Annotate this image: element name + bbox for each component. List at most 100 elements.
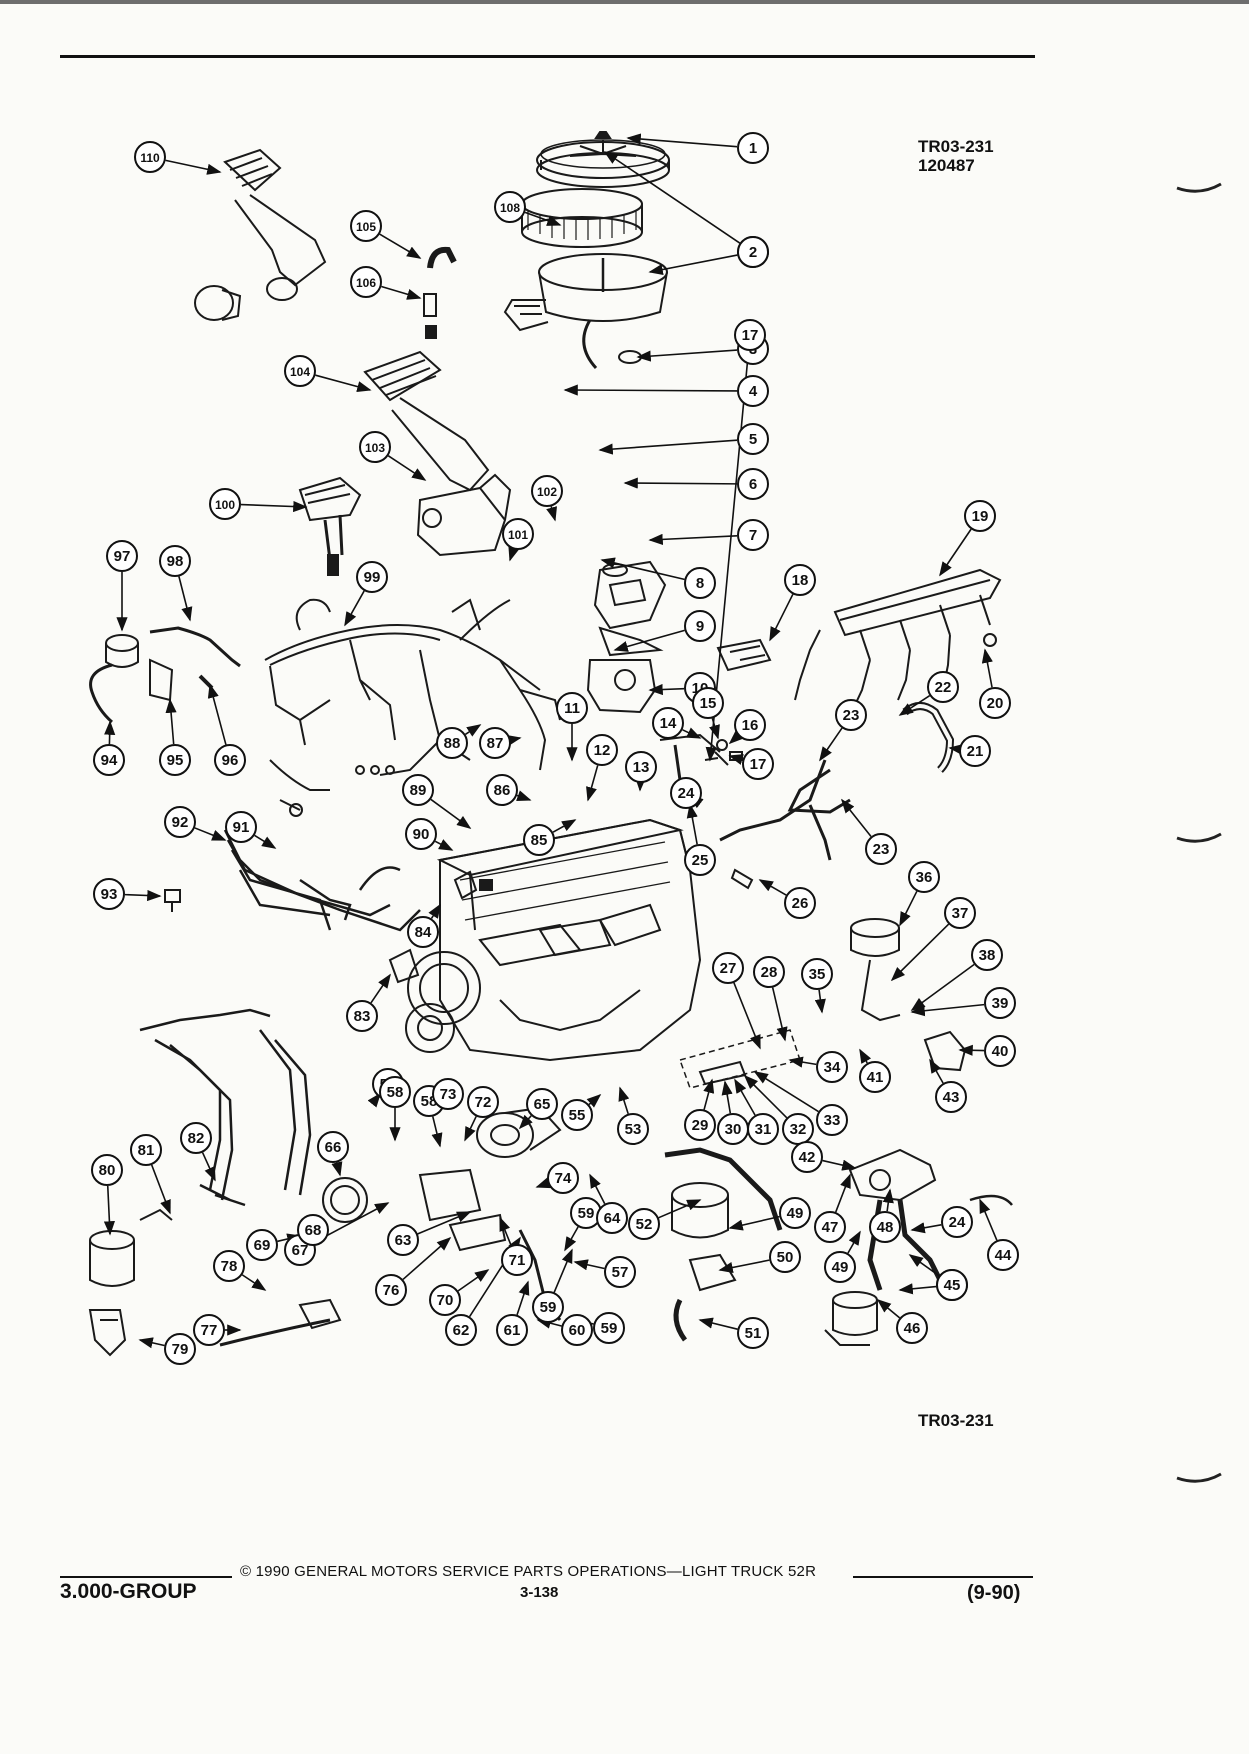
callout-number: 26	[792, 895, 809, 912]
sensor	[730, 868, 754, 890]
callout-83: 83	[346, 1000, 378, 1032]
callout-28: 28	[753, 956, 785, 988]
callout-38: 38	[971, 939, 1003, 971]
callout-number: 95	[167, 752, 184, 769]
callout-leader-45	[908, 1254, 940, 1277]
callout-leader-24	[910, 1222, 942, 1234]
callout-leader-110	[165, 159, 222, 175]
callout-leader-44	[979, 1198, 998, 1241]
callout-76: 76	[375, 1274, 407, 1306]
callout-number: 72	[475, 1094, 492, 1111]
vacuum-lines	[223, 829, 421, 932]
callout-12: 12	[586, 734, 618, 766]
callout-number: 105	[356, 220, 376, 234]
callout-91: 91	[225, 811, 257, 843]
callout-14: 14	[652, 707, 684, 739]
callout-leader-92	[194, 827, 227, 841]
callout-leader-51	[698, 1317, 738, 1330]
callout-45: 45	[936, 1269, 968, 1301]
callout-number: 97	[114, 548, 131, 565]
callout-leader-87	[506, 735, 522, 747]
callout-24: 24	[670, 777, 702, 809]
binder-hole-mark	[1176, 182, 1222, 193]
callout-leader-3	[636, 349, 738, 362]
callout-number: 83	[354, 1008, 371, 1025]
callout-18: 18	[784, 564, 816, 596]
callout-leader-19	[939, 528, 972, 577]
footer-rule-right	[853, 1576, 1033, 1578]
callout-number: 31	[755, 1121, 772, 1138]
callout-89: 89	[402, 774, 434, 806]
callout-leader-24	[898, 1283, 937, 1295]
callout-79: 79	[164, 1333, 196, 1365]
detail-inset	[679, 1029, 801, 1089]
callout-42: 42	[791, 1141, 823, 1173]
callout-leader-42	[822, 1159, 857, 1171]
callout-number: 90	[413, 826, 430, 843]
callout-61: 61	[496, 1314, 528, 1346]
callout-110: 110	[134, 141, 166, 173]
callout-84: 84	[407, 916, 439, 948]
callout-leader-12	[586, 765, 599, 802]
callout-leader-70	[457, 1269, 490, 1292]
callout-leader-50	[718, 1259, 770, 1273]
callout-leader-104	[315, 374, 372, 393]
callout-37: 37	[944, 897, 976, 929]
callout-leader-82	[201, 1152, 216, 1182]
callout-number: 11	[564, 700, 580, 717]
callout-leader-37	[890, 923, 950, 982]
callout-number: 8	[696, 575, 704, 592]
bracket	[88, 1309, 127, 1357]
callout-leader-14	[682, 727, 702, 739]
callout-number: 88	[444, 735, 461, 752]
callout-93: 93	[93, 878, 125, 910]
callout-leader-71	[499, 1216, 512, 1246]
callout-number: 20	[987, 695, 1004, 712]
bracket	[418, 1168, 482, 1222]
vacuum-hose	[149, 626, 241, 668]
callout-leader-17	[728, 754, 744, 765]
callout-88: 88	[436, 727, 468, 759]
callout-number: 38	[979, 947, 996, 964]
callout-40: 40	[984, 1035, 1016, 1067]
callout-number: 36	[916, 869, 933, 886]
callout-leader-26	[758, 879, 787, 896]
callout-81: 81	[130, 1134, 162, 1166]
callout-leader-86	[516, 790, 532, 801]
canister	[824, 1291, 878, 1346]
callout-number: 100	[215, 498, 235, 512]
callout-68: 68	[297, 1214, 329, 1246]
callout-leader-99	[344, 590, 365, 627]
callout-leader-36	[899, 890, 918, 927]
callout-78: 78	[213, 1250, 245, 1282]
callout-leader-106	[381, 285, 422, 300]
callout-1: 1	[737, 132, 769, 164]
callout-number: 65	[534, 1096, 551, 1113]
callout-30: 30	[717, 1113, 749, 1145]
callout-23: 23	[835, 699, 867, 731]
callout-number: 1	[749, 140, 757, 157]
callout-19: 19	[964, 500, 996, 532]
callout-leader-9	[613, 629, 685, 652]
callout-80: 80	[91, 1154, 123, 1186]
callout-number: 25	[692, 852, 709, 869]
callout-6: 6	[737, 468, 769, 500]
callout-leader-10	[648, 683, 685, 696]
callout-number: 102	[537, 485, 557, 499]
binder-hole-mark	[1176, 1472, 1222, 1483]
callout-leader-74	[535, 1177, 551, 1189]
callout-44: 44	[987, 1239, 1019, 1271]
vacuum-hose-fitting	[423, 246, 457, 339]
callout-number: 60	[569, 1322, 586, 1339]
callout-leader-59	[564, 1226, 579, 1252]
bracket	[453, 870, 478, 900]
callout-leader-49	[847, 1230, 861, 1254]
callout-leader-22	[898, 695, 931, 716]
callout-99: 99	[356, 561, 388, 593]
callout-101: 101	[502, 518, 534, 550]
engine-harness	[139, 1008, 312, 1207]
callout-number: 2	[749, 244, 757, 261]
detail-part	[698, 1060, 747, 1086]
callout-22: 22	[927, 671, 959, 703]
callout-number: 45	[944, 1277, 961, 1294]
